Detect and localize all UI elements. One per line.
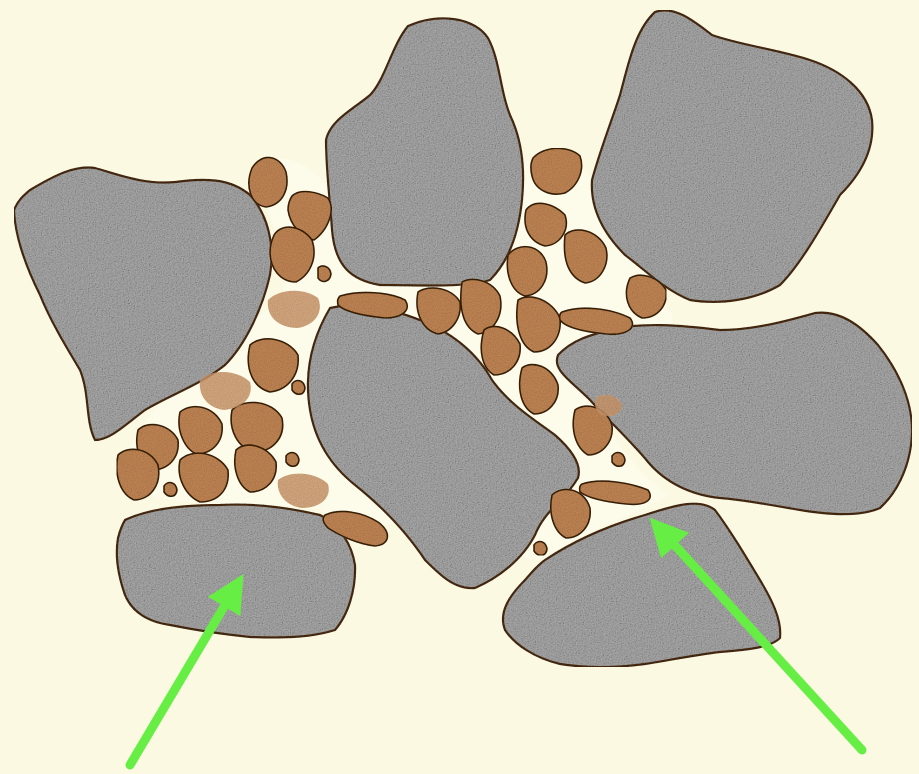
large-rock-top-right bbox=[592, 10, 873, 302]
pebble bbox=[612, 453, 625, 467]
pebble bbox=[249, 157, 287, 207]
pebble bbox=[286, 453, 299, 467]
pebble bbox=[534, 542, 547, 556]
large-rock-bottom-left bbox=[117, 505, 355, 638]
pebble bbox=[318, 266, 331, 281]
large-rock-top-center bbox=[326, 18, 523, 285]
pebble bbox=[270, 227, 314, 282]
pebble bbox=[164, 483, 177, 497]
pebble bbox=[117, 449, 159, 500]
pebble bbox=[292, 381, 305, 395]
